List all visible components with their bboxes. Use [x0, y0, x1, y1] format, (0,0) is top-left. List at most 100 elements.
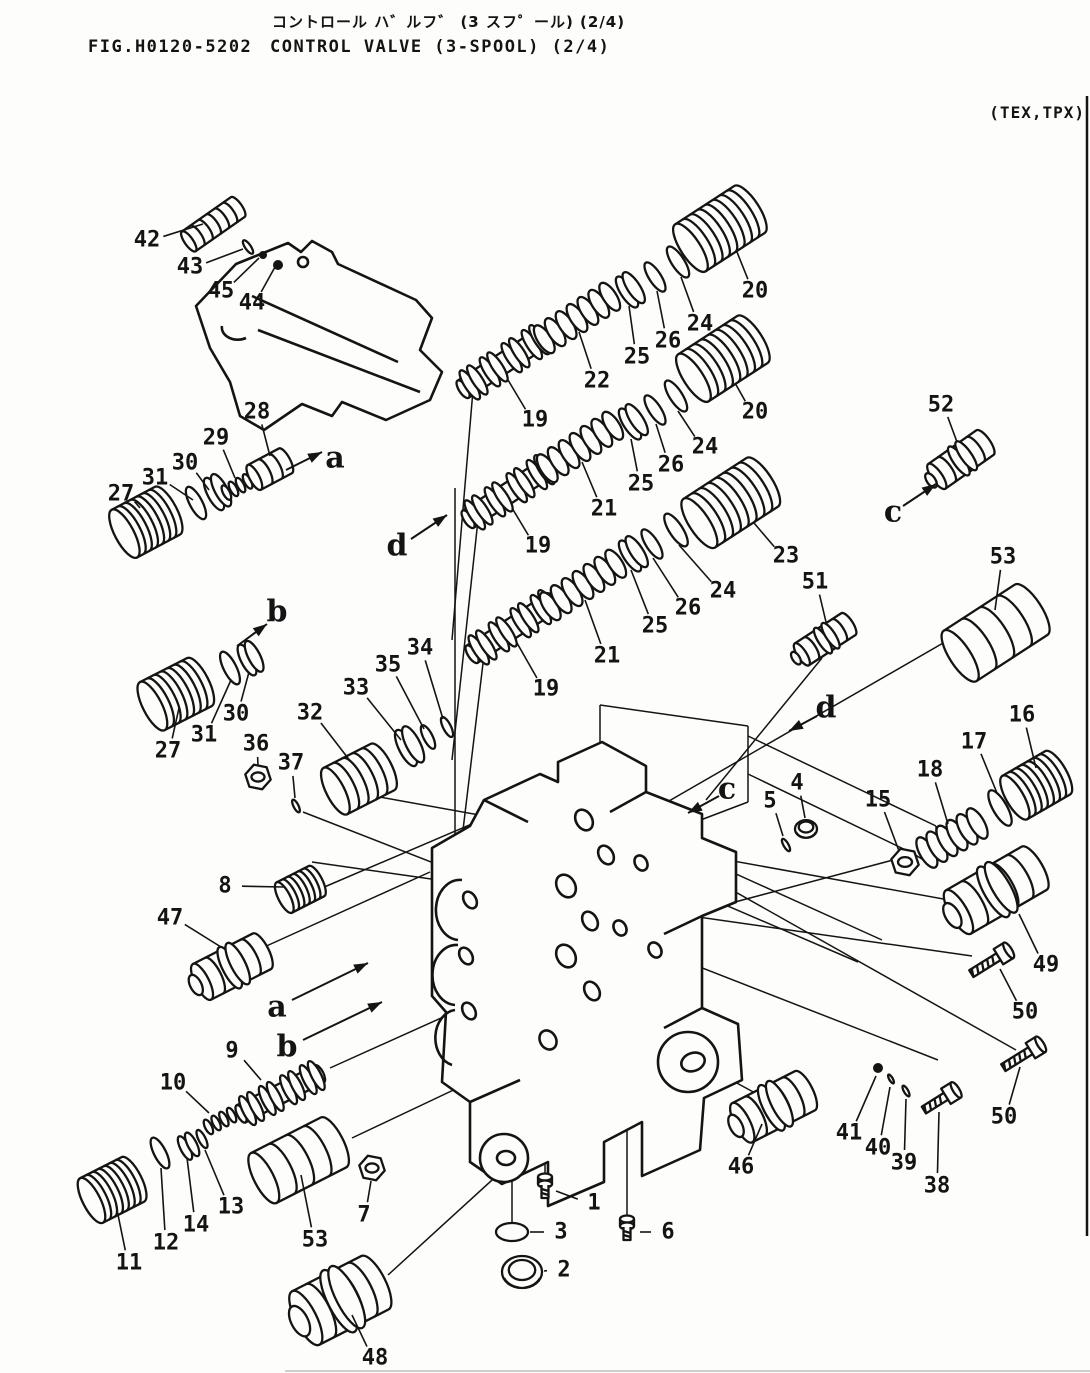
leader-line-49 [1018, 913, 1039, 954]
callout-10: 10 [160, 1071, 187, 1096]
leader-line-23 [753, 522, 775, 548]
callout-19: 19 [522, 408, 549, 433]
plug-4 [793, 819, 819, 839]
body-port [612, 919, 628, 937]
construction-line [699, 871, 1017, 1051]
callout-51: 51 [802, 570, 829, 595]
plug-20 [671, 184, 768, 274]
valve-51 [789, 611, 858, 667]
callout-18: 18 [917, 758, 944, 783]
leader-line-16 [1025, 727, 1037, 769]
section-arrow-head [252, 624, 267, 637]
nut-15 [890, 847, 920, 877]
callout-31: 31 [142, 466, 169, 491]
mounting-ear-hole [680, 1051, 706, 1073]
valve-49 [942, 845, 1050, 936]
callout-21: 21 [594, 644, 621, 669]
leader-line-8 [241, 885, 285, 888]
callout-34: 34 [407, 636, 434, 661]
leader-line-50 [1008, 1066, 1021, 1105]
callout-28: 28 [244, 400, 271, 425]
leader-line-12 [160, 1167, 166, 1231]
leader-line-35 [395, 675, 425, 730]
bolt-42 [179, 195, 247, 253]
callout-46: 46 [728, 1155, 755, 1180]
plug-27 [108, 485, 184, 560]
leader-line-24 [680, 276, 695, 313]
leader-line-15 [883, 811, 900, 852]
leader-line-26 [655, 423, 666, 454]
callout-52: 52 [928, 393, 955, 418]
bolt-38 [920, 1080, 963, 1115]
callout-35: 35 [375, 653, 402, 678]
callout-29: 29 [203, 426, 230, 451]
page-title-english: CONTROL VALVE (3-SPOOL) (2/4) [270, 37, 610, 57]
body-port [554, 873, 578, 899]
callout-25: 25 [628, 472, 655, 497]
construction-line [747, 735, 937, 827]
body-port [457, 946, 475, 966]
leader-line-30 [195, 472, 210, 491]
plug-2 [500, 1254, 544, 1290]
section-arrow-line [291, 962, 369, 1001]
callout-50: 50 [991, 1105, 1018, 1130]
o-ring-24 [665, 245, 691, 279]
spring-22 [532, 281, 622, 355]
callout-20: 20 [742, 400, 769, 425]
section-arrow-head [353, 963, 368, 974]
callout-16: 16 [1009, 703, 1036, 728]
construction-line [734, 859, 894, 903]
body-port [582, 980, 602, 1002]
leader-line-13 [204, 1149, 225, 1196]
callout-53: 53 [990, 545, 1017, 570]
callout-5: 5 [763, 789, 776, 814]
spring-21 [538, 548, 628, 622]
valve-46 [727, 1069, 819, 1144]
construction-line [261, 871, 431, 949]
valve-53 [940, 582, 1051, 683]
section-letter-d: d [387, 529, 408, 564]
retainer-25 [617, 403, 649, 441]
callout-11: 11 [116, 1251, 143, 1276]
callout-43: 43 [177, 255, 204, 280]
retainer-25 [617, 535, 649, 573]
callout-19: 19 [525, 534, 552, 559]
leader-line-1 [555, 1190, 579, 1200]
callout-27: 27 [108, 482, 135, 507]
ring-43 [241, 239, 255, 255]
bolt-50 [968, 941, 1016, 979]
section-letter-c: c [884, 495, 902, 530]
valve-body-group [194, 239, 744, 1208]
leader-line-40 [880, 1086, 891, 1136]
callout-26: 26 [658, 453, 685, 478]
poppet-28 [245, 447, 295, 492]
leader-line-27 [134, 501, 141, 509]
leader-line-20 [736, 251, 749, 280]
leader-line-29 [222, 449, 236, 479]
leader-line-17 [980, 753, 998, 794]
callout-25: 25 [642, 614, 669, 639]
callout-8: 8 [218, 874, 231, 899]
body-port [538, 1029, 558, 1051]
leader-line-22 [578, 331, 592, 370]
leader-line-28 [261, 424, 271, 457]
ring-31 [218, 650, 242, 686]
leader-line-45 [233, 257, 260, 284]
o-ring-24 [663, 512, 689, 548]
ring-40 [886, 1073, 896, 1085]
callout-24: 24 [692, 435, 719, 460]
leader-line-53 [300, 1174, 313, 1228]
callout-41: 41 [836, 1121, 863, 1146]
leader-line-42 [163, 223, 204, 238]
section-letter-a: a [267, 990, 286, 1025]
section-arrow-head [367, 1002, 382, 1013]
section-letter-c: c [718, 772, 736, 807]
callout-47: 47 [157, 906, 184, 931]
leader-line-48 [351, 1314, 368, 1347]
mounting-ear-hole [495, 1149, 517, 1167]
leader-line-21 [581, 461, 598, 498]
leader-line-18 [934, 782, 949, 825]
plug-27 [136, 656, 216, 732]
figure-number: FIG.H0120-5202 [88, 37, 252, 57]
